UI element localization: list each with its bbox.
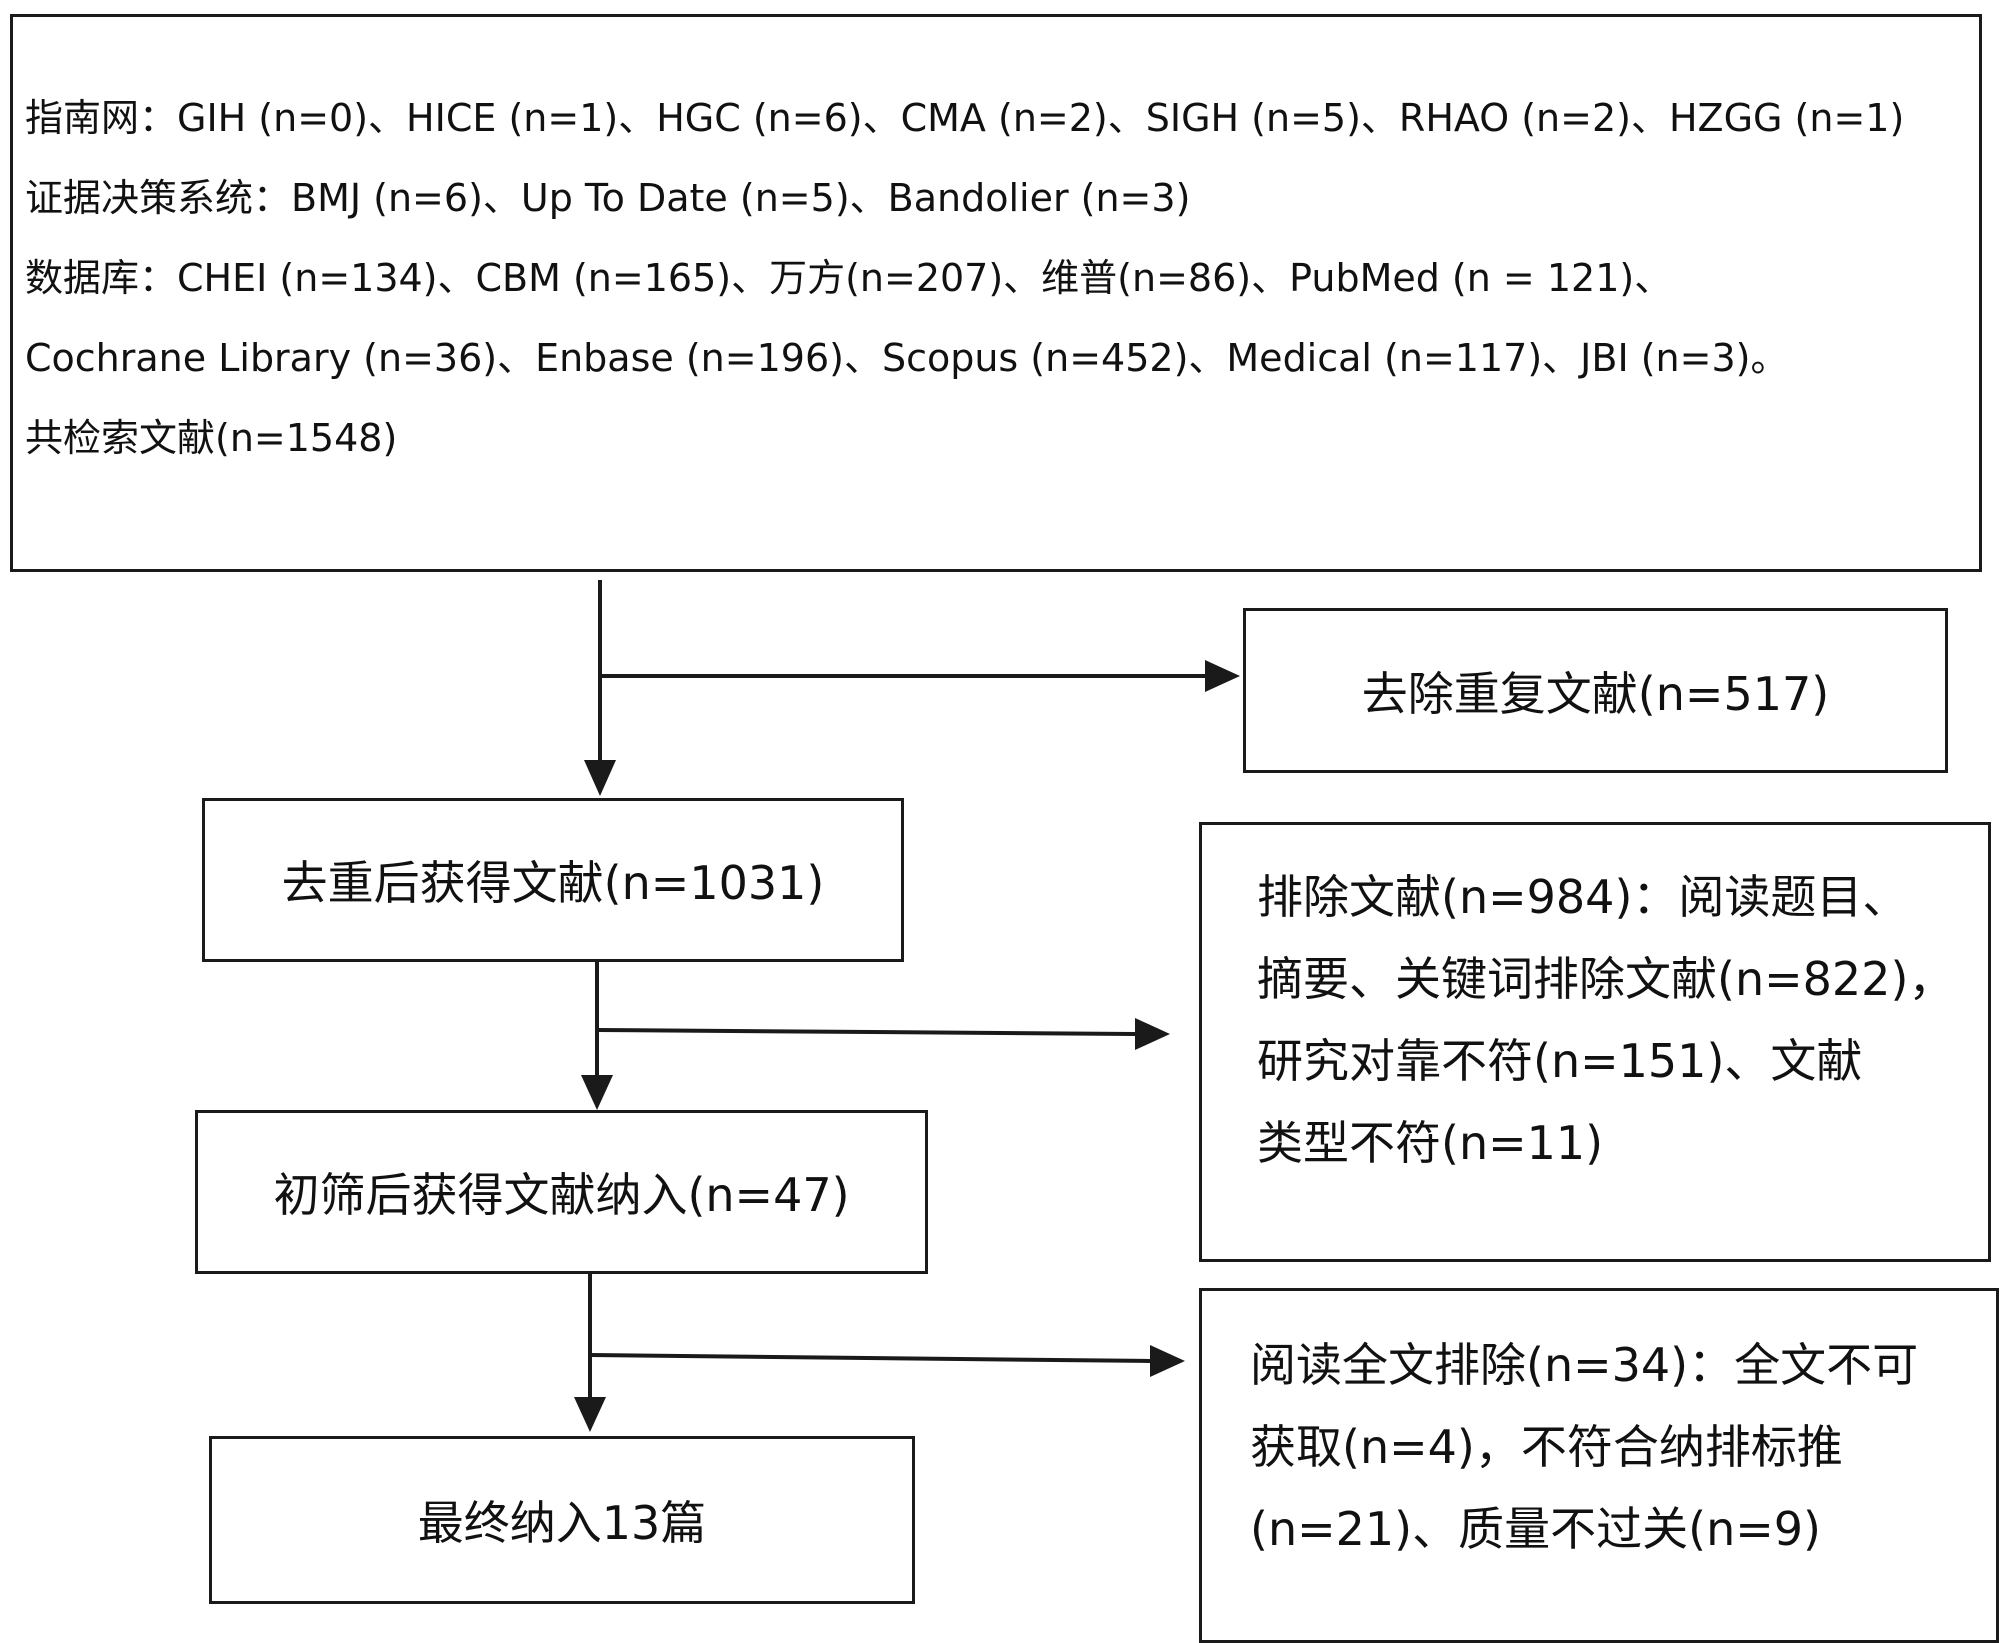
arrowhead-screening — [581, 1075, 613, 1110]
sources-box: 指南网：GIH (n=0)、HICE (n=1)、HGC (n=6)、CMA (… — [10, 14, 1982, 572]
arrow-to-excluded-screening — [596, 1028, 1136, 1036]
after-dedup-text: 去重后获得文献(n=1031) — [281, 856, 825, 910]
excluded-screening-line: 类型不符(n=11) — [1257, 1116, 1604, 1170]
arrowhead-removed-duplicates — [1205, 660, 1240, 692]
sources-line-guidelines: 指南网：GIH (n=0)、HICE (n=1)、HGC (n=6)、CMA (… — [25, 96, 1905, 140]
excluded-fulltext-box: 阅读全文排除(n=34)：全文不可 获取(n=4)，不符合纳排标推 (n=21)… — [1199, 1288, 1999, 1643]
excluded-fulltext-line: (n=21)、质量不过关(n=9) — [1250, 1502, 1821, 1556]
sources-line-databases: 数据库：CHEI (n=134)、CBM (n=165)、万方(n=207)、维… — [25, 256, 1673, 300]
arrowhead-excluded-screening — [1135, 1018, 1170, 1050]
excluded-screening-line: 排除文献(n=984)：阅读题目、 — [1257, 870, 1909, 924]
removed-duplicates-text: 去除重复文献(n=517) — [1361, 666, 1830, 721]
excluded-fulltext-line: 获取(n=4)，不符合纳排标推 — [1250, 1420, 1843, 1474]
after-screening-text: 初筛后获得文献纳入(n=47) — [273, 1168, 850, 1222]
arrowhead-excluded-fulltext — [1150, 1345, 1185, 1377]
excluded-screening-line: 摘要、关键词排除文献(n=822)， — [1257, 952, 1955, 1006]
excluded-screening-box: 排除文献(n=984)：阅读题目、 摘要、关键词排除文献(n=822)， 研究对… — [1199, 822, 1991, 1262]
arrow-to-excluded-fulltext — [589, 1353, 1151, 1363]
after-screening-box: 初筛后获得文献纳入(n=47) — [195, 1110, 928, 1274]
after-dedup-box: 去重后获得文献(n=1031) — [202, 798, 904, 962]
sources-line-databases-cont: Cochrane Library (n=36)、Enbase (n=196)、S… — [25, 336, 1789, 380]
arrowhead-dedup — [584, 760, 616, 796]
final-text: 最终纳入13篇 — [417, 1496, 707, 1550]
sources-line-total: 共检索文献(n=1548) — [25, 416, 398, 460]
excluded-fulltext-line: 阅读全文排除(n=34)：全文不可 — [1250, 1338, 1919, 1392]
arrowhead-final — [574, 1397, 606, 1432]
final-box: 最终纳入13篇 — [209, 1436, 915, 1604]
excluded-screening-line: 研究对靠不符(n=151)、文献 — [1257, 1034, 1863, 1088]
sources-line-evidence-systems: 证据决策系统：BMJ (n=6)、Up To Date (n=5)、Bandol… — [25, 176, 1191, 220]
removed-duplicates-box: 去除重复文献(n=517) — [1243, 608, 1948, 773]
